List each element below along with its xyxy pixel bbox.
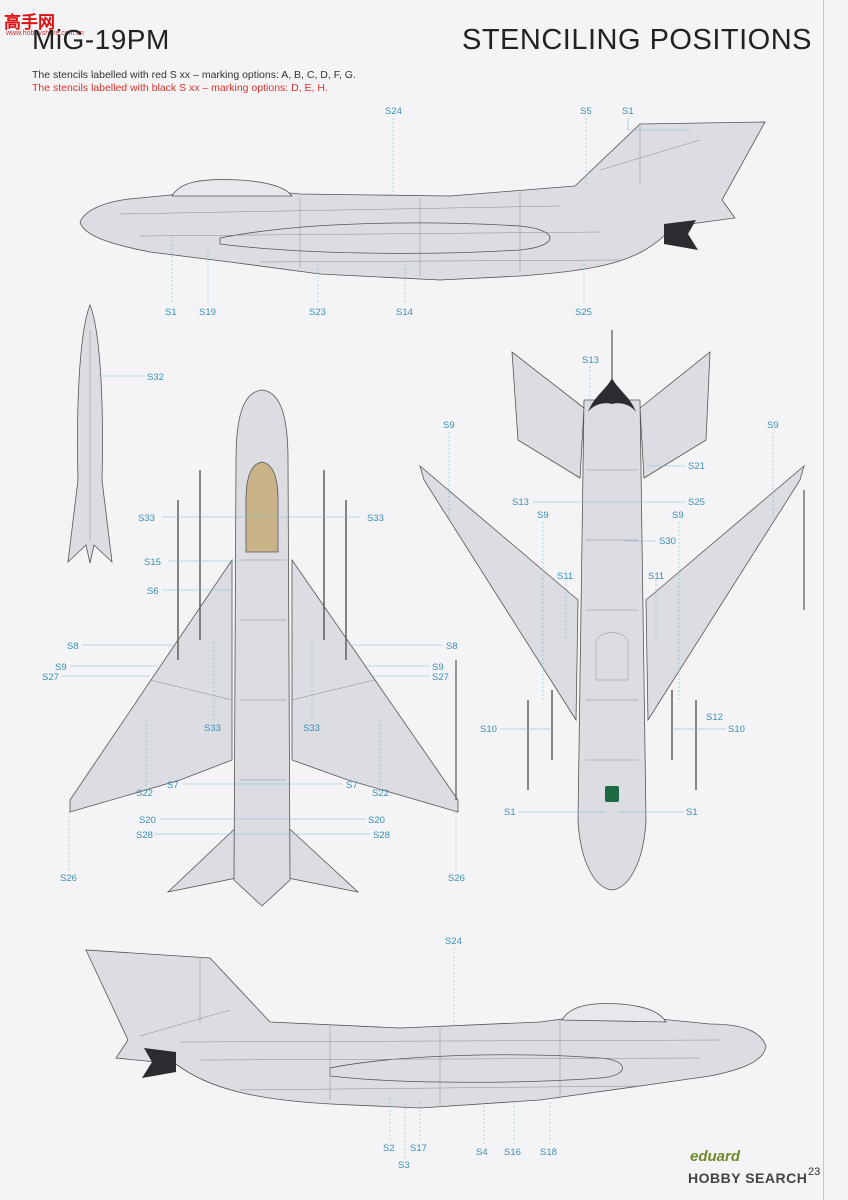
label-s9: S9 [55,662,67,673]
note-black-stencils: The stencils labelled with black S xx – … [32,82,328,94]
label-s9: S9 [537,510,549,521]
label-s7: S7 [346,780,358,791]
section-title: STENCILING POSITIONS [462,24,812,56]
bottom-view-leaders [448,366,774,813]
label-s26: S26 [60,873,77,884]
label-s28: S28 [136,830,153,841]
label-s3: S3 [398,1160,410,1171]
label-s5: S5 [580,106,592,117]
label-s23: S23 [309,307,326,318]
label-s13: S13 [512,497,529,508]
label-s2: S2 [383,1143,395,1154]
label-s24: S24 [445,936,462,947]
label-s33: S33 [367,513,384,524]
drop-tank-view: S32 [67,303,164,564]
label-s33: S33 [303,723,320,734]
top-view-labels: S33 S15 S6 S8 S9 S27 S33 S22 S7 S20 S28 … [42,513,465,884]
label-s32: S32 [147,372,164,383]
page-title: MiG-19PM [32,24,170,55]
label-s7: S7 [167,780,179,791]
bottom-view-labels: S13 S9 S9 S21 S13 S25 S9 S9 S30 S11 S11 … [443,355,779,818]
bottom-view-plan [419,330,805,891]
label-s26: S26 [448,873,465,884]
label-s11: S11 [557,571,573,582]
top-view-plan [69,389,459,907]
label-s27: S27 [42,672,59,683]
side-view-bottom-labels: S24 S2 S17 S3 S4 S16 S18 [383,936,557,1171]
side-view-bottom-leaders [389,948,551,1158]
label-s20: S20 [368,815,385,826]
page-border [823,0,824,1200]
label-s33: S33 [204,723,221,734]
label-s20: S20 [139,815,156,826]
label-s30: S30 [659,536,676,547]
label-s22: S22 [136,788,153,799]
label-s9: S9 [767,420,779,431]
label-s33: S33 [138,513,155,524]
label-s21: S21 [688,461,705,472]
label-s1: S1 [504,807,516,818]
side-view-left-profile [79,121,766,281]
side-view-top-leaders [171,118,690,302]
label-s11: S11 [648,571,664,582]
label-s10: S10 [480,724,497,735]
label-s1: S1 [165,307,177,318]
label-s17: S17 [410,1143,427,1154]
side-view-right-profile [85,949,767,1109]
label-s15: S15 [144,557,161,568]
hobby-search-logo: HOBBY SEARCH [688,1170,808,1186]
label-s8: S8 [446,641,458,652]
label-s6: S6 [147,586,159,597]
label-s28: S28 [373,830,390,841]
label-s14: S14 [396,307,413,318]
label-s8: S8 [67,641,79,652]
label-s1: S1 [622,106,634,117]
label-s13: S13 [582,355,599,366]
label-s25: S25 [688,497,705,508]
label-s22: S22 [372,788,389,799]
label-s4: S4 [476,1147,488,1158]
label-s9: S9 [432,662,444,673]
side-view-top-labels: S24 S5 S1 S1 S19 S23 S14 S25 [165,106,634,318]
label-s18: S18 [540,1147,557,1158]
label-s25: S25 [575,307,592,318]
watermark-logo: 高手网 [4,13,55,32]
label-s10: S10 [728,724,745,735]
label-s24: S24 [385,106,402,117]
page-number: 23 [808,1166,821,1178]
note-red-stencils: The stencils labelled with red S xx – ma… [32,69,356,81]
label-s9: S9 [443,420,455,431]
eduard-logo: eduard [690,1148,741,1165]
label-s27: S27 [432,672,449,683]
label-s12: S12 [706,712,723,723]
label-s9: S9 [672,510,684,521]
top-view-leaders [62,516,457,870]
label-s16: S16 [504,1147,521,1158]
watermark-url: www.hobbyshare.com.cn [6,30,84,37]
label-s19: S19 [199,307,216,318]
label-s1: S1 [686,807,698,818]
